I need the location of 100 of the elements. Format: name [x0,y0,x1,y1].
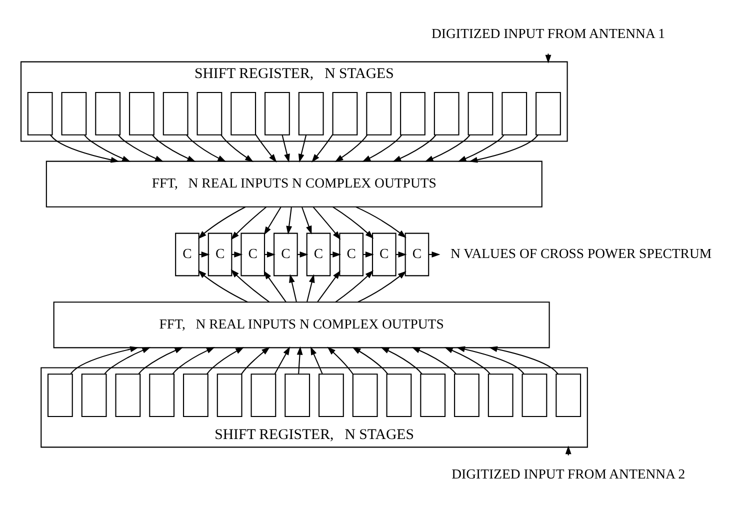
arrow [286,207,292,234]
arrow [469,134,538,163]
arrow [356,206,406,238]
node-box [434,92,460,136]
arrow [264,270,286,302]
arrow [363,252,374,258]
arrow [312,134,334,162]
arrow [138,347,184,374]
node-box: FFT, N REAL INPUTS N COMPLEX OUTPUTS [46,160,542,208]
node-box [129,92,154,136]
arrow [274,346,290,374]
arrow [152,134,196,162]
arrow [412,347,456,374]
arrow [298,134,307,162]
arrow [312,206,341,240]
node-box [536,92,561,136]
arrow [264,206,282,236]
node-box: C [208,232,232,276]
arrow [50,134,120,163]
arrow [296,346,303,374]
node-box [183,374,208,417]
node-box: C [404,232,430,276]
node-box [386,374,412,417]
node-box: C [306,232,331,276]
arrow [220,134,254,162]
arrow [317,270,340,302]
arrow [306,274,315,302]
node-box: C [274,232,298,276]
arrow [230,206,267,240]
node-box [420,374,446,417]
node-box [298,92,324,136]
arrow [444,347,490,374]
arrow [172,347,216,374]
arrow [70,346,139,374]
node-box [556,374,582,417]
arrow [334,134,368,162]
node-box [502,92,528,136]
node-box [366,92,392,136]
arrow [84,134,131,162]
arrow [297,252,308,258]
node-box [352,374,378,417]
node-box [522,374,548,417]
node-box: C [372,232,396,276]
arrow [310,346,323,374]
node-box [250,374,276,417]
arrow [424,134,470,162]
arrow [456,346,524,374]
node-box [27,92,53,136]
arrow [282,134,290,162]
arrow [362,134,402,162]
node-box [400,92,426,136]
node-box [284,374,310,417]
node-box [468,92,494,136]
arrow [255,134,277,162]
node-box [95,92,121,136]
arrow [264,252,276,258]
arrow [545,54,552,64]
node-box [115,374,141,417]
arrow [206,347,244,374]
node-text: DIGITIZED INPUT FROM ANTENNA 1 [431,26,665,41]
arrow [186,134,226,162]
node-box [61,92,87,136]
node-box [47,374,73,417]
arrow [488,346,559,374]
node-box [230,92,256,136]
arrow [380,347,422,374]
cluster: SHIFT REGISTER, N STAGES [20,61,568,142]
arrow [230,269,270,302]
arrow [302,206,312,234]
arrow [396,252,407,258]
arrow [458,134,504,162]
node-text: N VALUES OF CROSS POWER SPECTRUM [450,246,712,262]
node-box [454,374,480,417]
node-box [81,374,107,417]
node-box [318,374,344,417]
node-box [149,374,175,417]
arrow [358,270,406,302]
arrow [335,270,374,302]
arrow [352,347,388,374]
cluster: SHIFT REGISTER, N STAGES [40,367,588,448]
node-box [332,92,358,136]
arrow [327,346,354,374]
arrow [332,206,374,239]
arrow [392,134,436,162]
node-box [264,92,290,136]
node-box [216,374,242,417]
node-box [162,92,188,136]
node-box: C [240,232,266,276]
node-box [196,92,222,136]
arrow [104,347,151,374]
node-box: C [175,232,200,276]
node-box: C [339,232,364,276]
arrow [241,346,270,374]
arrow [289,274,297,302]
arrow [198,206,246,239]
node-box: FFT, N REAL INPUTS N COMPLEX OUTPUTS [53,302,550,348]
arrow [198,270,248,303]
node-text: DIGITIZED INPUT FROM ANTENNA 2 [452,466,686,482]
node-box [488,374,514,417]
arrow [118,134,164,162]
